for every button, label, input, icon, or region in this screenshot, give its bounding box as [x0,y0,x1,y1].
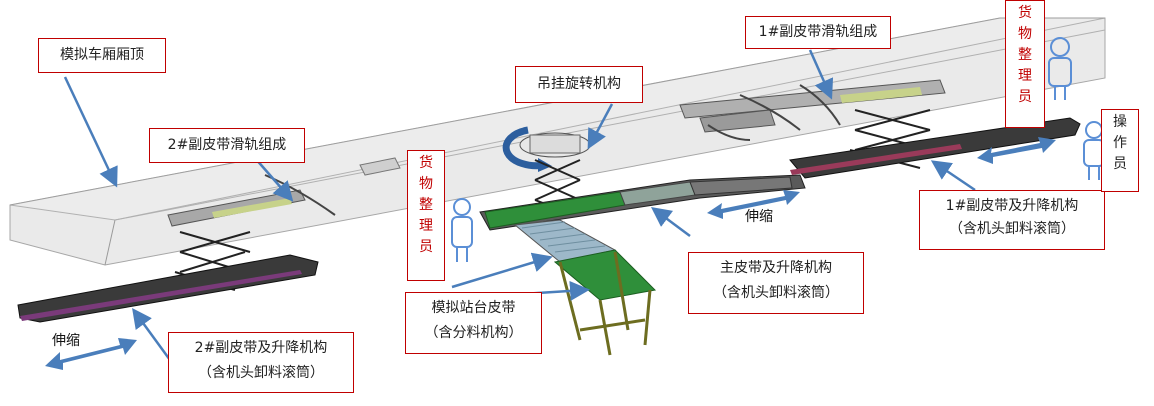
aux-belt-2 [17,231,319,323]
roof-label-text: 模拟车厢厢顶 [60,47,144,63]
main-belt-label: 主皮带及升降机构 （含机头卸料滚筒） [688,252,864,314]
station-belt [513,219,657,356]
aux1-belt-label-line2: （含机头卸料滚筒） [949,221,1075,237]
worker-mid-label: 货物整理员 [407,150,445,281]
main-belt-label-line2: （含机头卸料滚筒） [713,285,839,301]
main-belt-label-line1: 主皮带及升降机构 [720,260,832,276]
worker-mid-label-text: 货物整理员 [419,155,433,255]
rotating-hanger [502,126,591,216]
hanger-label-text: 吊挂旋转机构 [537,76,621,92]
aux2-belt-label-line1: 2#副皮带及升降机构 [194,340,328,356]
slide2-label-text: 2#副皮带滑轨组成 [167,137,287,153]
worker-right-label-text: 货物整理员 [1018,5,1032,105]
operator-label-text: 操作员 [1113,114,1127,172]
hanger-label: 吊挂旋转机构 [515,66,643,103]
aux1-belt-label-line1: 1#副皮带及升降机构 [945,198,1079,214]
station-belt-label-line1: 模拟站台皮带 [431,300,516,316]
slide2-label: 2#副皮带滑轨组成 [149,128,305,163]
operator-label: 操作员 [1101,109,1139,192]
worker-right-label: 货物整理员 [1005,0,1045,128]
aux1-belt-label: 1#副皮带及升降机构 （含机头卸料滚筒） [919,190,1105,250]
aux2-belt-label-line2: （含机头卸料滚筒） [198,365,324,381]
telescope-arrow-aux2 [45,338,137,370]
aux-belt-1 [789,109,1081,179]
worker-mid-figure [451,198,473,262]
telescope-arrow-aux1 [977,137,1056,164]
roof-label: 模拟车厢厢顶 [38,38,166,73]
station-belt-label: 模拟站台皮带 （含分料机构） [405,292,542,354]
telescope-text-main: 伸缩 [745,209,773,225]
telescope-text-aux2: 伸缩 [52,333,80,349]
slide1-label: 1#副皮带滑轨组成 [745,16,891,49]
telescope-arrow-main [707,190,800,219]
worker-right-figure [1048,37,1072,100]
slide1-label-text: 1#副皮带滑轨组成 [758,24,878,40]
aux2-belt-label: 2#副皮带及升降机构 （含机头卸料滚筒） [168,332,354,393]
station-belt-label-line2: （含分料机构） [424,325,523,341]
main-belt [479,174,806,231]
